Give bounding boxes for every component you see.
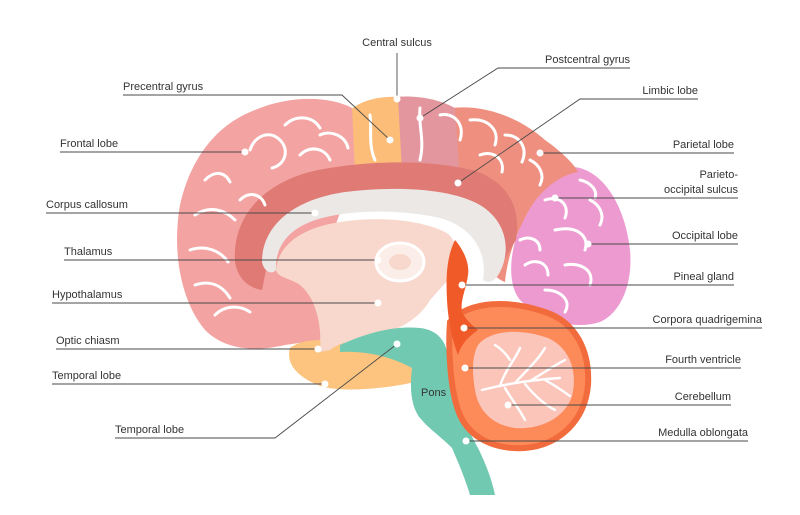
label-occipital-lobe: Occipital lobe [672, 230, 738, 242]
occipital-lobe-region [511, 166, 631, 326]
label-cerebellum: Cerebellum [675, 391, 731, 403]
label-pineal-gland: Pineal gland [673, 271, 734, 283]
label-precentral-gyrus: Precentral gyrus [123, 81, 204, 93]
label-frontal-lobe: Frontal lobe [60, 138, 118, 150]
corpus-callosum-region [262, 188, 506, 282]
label-corpus-callosum: Corpus callosum [46, 199, 128, 211]
pons-label: Pons [421, 387, 447, 399]
label-limbic-lobe: Limbic lobe [642, 85, 698, 97]
arbor-vitae-icon [480, 343, 572, 422]
label-hypothalamus: Hypothalamus [52, 289, 123, 301]
label-medulla-oblongata: Medulla oblongata [658, 427, 749, 439]
fourth-ventricle-region [446, 240, 478, 355]
label-temporal-lobe-2: Temporal lobe [115, 424, 184, 436]
label-fourth-ventricle: Fourth ventricle [665, 354, 741, 366]
label-postcentral-gyrus: Postcentral gyrus [545, 54, 630, 66]
label-thalamus: Thalamus [64, 246, 113, 258]
label-temporal-lobe-1: Temporal lobe [52, 370, 121, 382]
brain-illustration: Pons [177, 96, 631, 495]
label-optic-chiasm: Optic chiasm [56, 335, 120, 347]
label-parietal-lobe: Parietal lobe [673, 139, 734, 151]
precentral-gyrus-region [350, 96, 402, 172]
cerebellum-inner [473, 331, 574, 429]
leader-lines [46, 53, 762, 445]
label-parieto-occipital-1: Parieto- [699, 169, 738, 181]
brainstem-region [340, 327, 495, 495]
label-central-sulcus: Central sulcus [362, 37, 432, 49]
labels: Central sulcus Postcentral gyrus Precent… [46, 37, 763, 439]
thalamus-core [389, 254, 411, 270]
label-corpora-quadrigemina: Corpora quadrigemina [653, 314, 763, 326]
gyri-folds [188, 106, 604, 317]
postcentral-gyrus-region [395, 96, 460, 180]
label-parieto-occipital-2: occipital sulcus [664, 184, 738, 196]
